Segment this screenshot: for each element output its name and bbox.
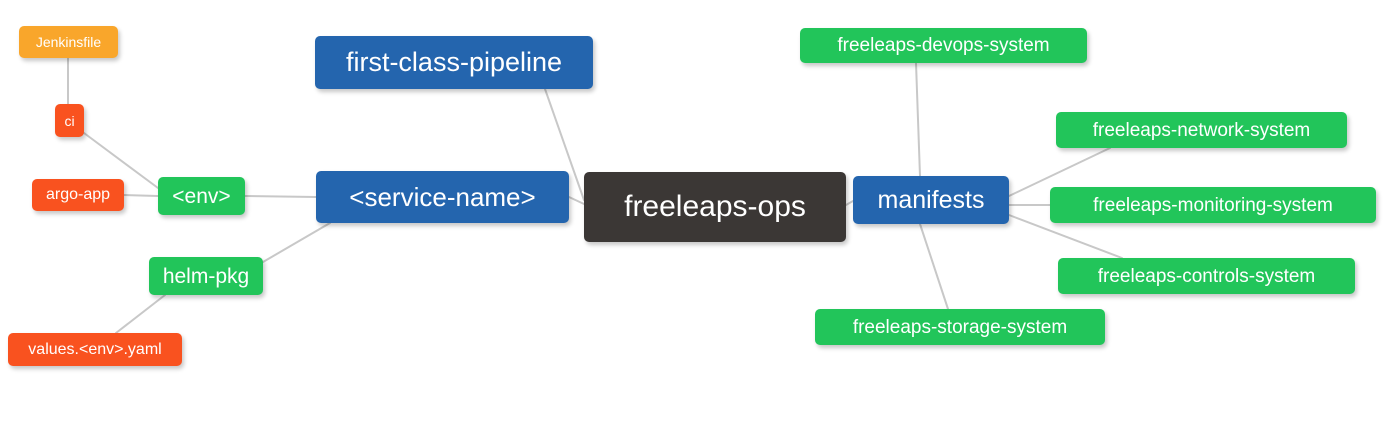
edge-env-to-argo-app xyxy=(123,194,159,197)
mindmap-node-label: first-class-pipeline xyxy=(345,47,563,77)
mindmap-node-freeleaps-network-system[interactable]: freeleaps-network-system xyxy=(1056,112,1347,148)
edge-manifests-to-freeleaps-devops-system xyxy=(915,62,921,177)
mindmap-node-values-env-yaml[interactable]: values.<env>.yaml xyxy=(8,333,182,366)
edge-freeleaps-ops-to-service-name xyxy=(568,196,585,205)
mindmap-node-helm-pkg[interactable]: helm-pkg xyxy=(149,257,263,295)
mindmap-node-label: argo-app xyxy=(45,186,111,203)
mindmap-node-first-class-pipeline[interactable]: first-class-pipeline xyxy=(315,36,593,89)
mindmap-node-env[interactable]: <env> xyxy=(158,177,245,215)
edge-helm-pkg-to-values-env-yaml xyxy=(115,294,166,334)
mindmap-node-label: freeleaps-monitoring-system xyxy=(1093,194,1333,216)
mindmap-node-freeleaps-storage-system[interactable]: freeleaps-storage-system xyxy=(815,309,1105,345)
mindmap-node-label: manifests xyxy=(877,185,985,214)
mindmap-node-label: freeleaps-network-system xyxy=(1092,119,1311,141)
mindmap-node-label: <service-name> xyxy=(349,182,536,212)
mindmap-node-label: freeleaps-controls-system xyxy=(1097,265,1316,287)
mindmap-node-label: values.<env>.yaml xyxy=(28,340,162,358)
mindmap-node-freeleaps-ops[interactable]: freeleaps-ops xyxy=(584,172,846,242)
mindmap-node-freeleaps-monitoring-system[interactable]: freeleaps-monitoring-system xyxy=(1050,187,1376,223)
mindmap-node-argo-app[interactable]: argo-app xyxy=(32,179,124,211)
mindmap-node-manifests[interactable]: manifests xyxy=(853,176,1009,224)
mindmap-node-label: freeleaps-storage-system xyxy=(852,316,1068,338)
edge-freeleaps-ops-to-manifests xyxy=(845,200,854,206)
mindmap-node-label: helm-pkg xyxy=(162,264,250,288)
mindmap-node-freeleaps-controls-system[interactable]: freeleaps-controls-system xyxy=(1058,258,1355,294)
mindmap-node-label: Jenkinsfile xyxy=(35,34,102,50)
mindmap-node-service-name[interactable]: <service-name> xyxy=(316,171,569,223)
mindmap-node-label: freeleaps-devops-system xyxy=(837,35,1050,56)
edge-service-name-to-helm-pkg xyxy=(262,222,331,263)
mindmap-node-ci[interactable]: ci xyxy=(55,104,84,137)
mindmap-node-freeleaps-devops-system[interactable]: freeleaps-devops-system xyxy=(800,28,1087,63)
edge-manifests-to-freeleaps-storage-system xyxy=(919,223,949,310)
mindmap-node-label: ci xyxy=(64,112,75,129)
mindmap-node-label: freeleaps-ops xyxy=(624,190,806,223)
mindmap-node-jenkinsfile[interactable]: Jenkinsfile xyxy=(19,26,118,58)
edge-service-name-to-env xyxy=(244,195,317,198)
mindmap-node-label: <env> xyxy=(172,184,231,208)
